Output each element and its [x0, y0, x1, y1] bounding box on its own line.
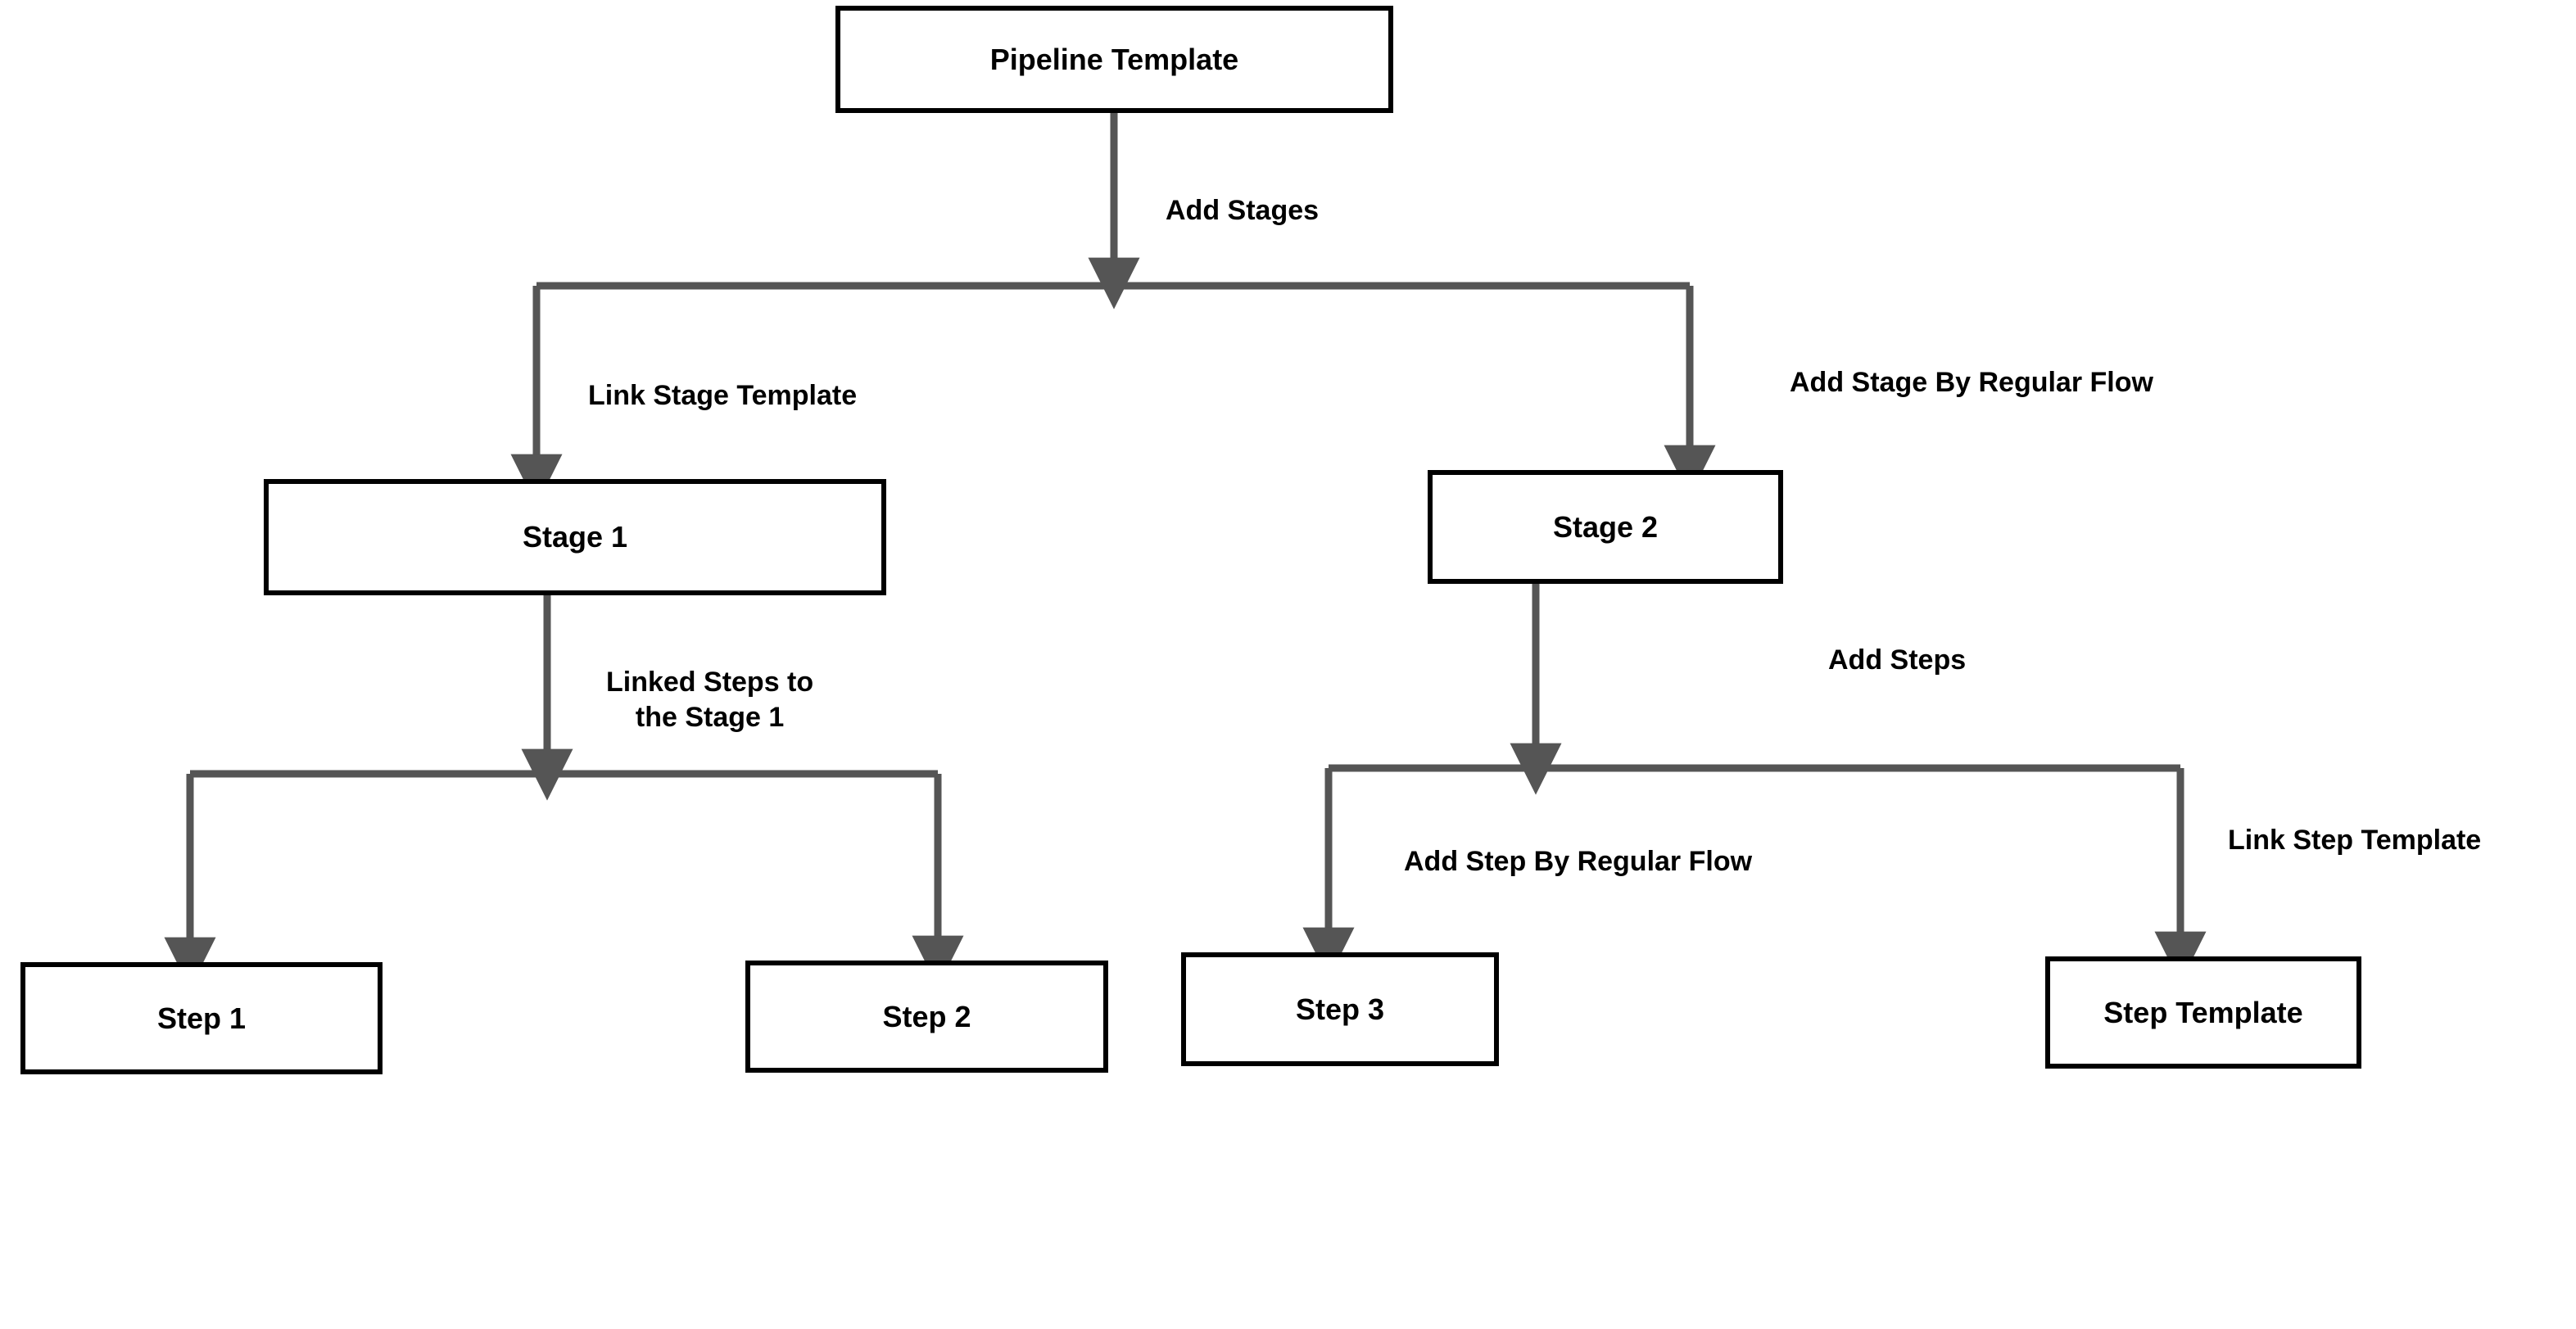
node-step-2-label: Step 2: [882, 999, 971, 1033]
node-step-template[interactable]: Step Template: [2045, 956, 2361, 1069]
node-pipeline-template-label: Pipeline Template: [989, 42, 1239, 76]
edge-label-add-step-by-regular-flow: Add Step By Regular Flow: [1404, 846, 1753, 877]
node-stage-1[interactable]: Stage 1: [264, 479, 886, 595]
node-stage-2-label: Stage 2: [1552, 509, 1659, 544]
node-pipeline-template[interactable]: Pipeline Template: [835, 6, 1393, 113]
node-step-template-label: Step Template: [2103, 995, 2303, 1029]
edge-label-link-stage-template: Link Stage Template: [588, 380, 858, 411]
node-stage-2[interactable]: Stage 2: [1428, 470, 1783, 584]
node-step-2[interactable]: Step 2: [745, 961, 1108, 1073]
node-step-1[interactable]: Step 1: [20, 962, 383, 1074]
node-step-3-label: Step 3: [1295, 992, 1385, 1026]
node-step-1-label: Step 1: [156, 1001, 247, 1035]
node-stage-1-label: Stage 1: [522, 520, 628, 554]
edge-label-add-steps: Add Steps: [1828, 644, 1967, 676]
edge-label-linked-steps-to-stage-1: Linked Steps to the Stage 1: [606, 667, 814, 733]
edge-label-link-step-template: Link Step Template: [2228, 825, 2482, 856]
node-step-3[interactable]: Step 3: [1181, 952, 1499, 1066]
edge-label-add-stages: Add Stages: [1166, 195, 1320, 226]
edge-label-add-stage-by-regular-flow: Add Stage By Regular Flow: [1790, 367, 2153, 398]
